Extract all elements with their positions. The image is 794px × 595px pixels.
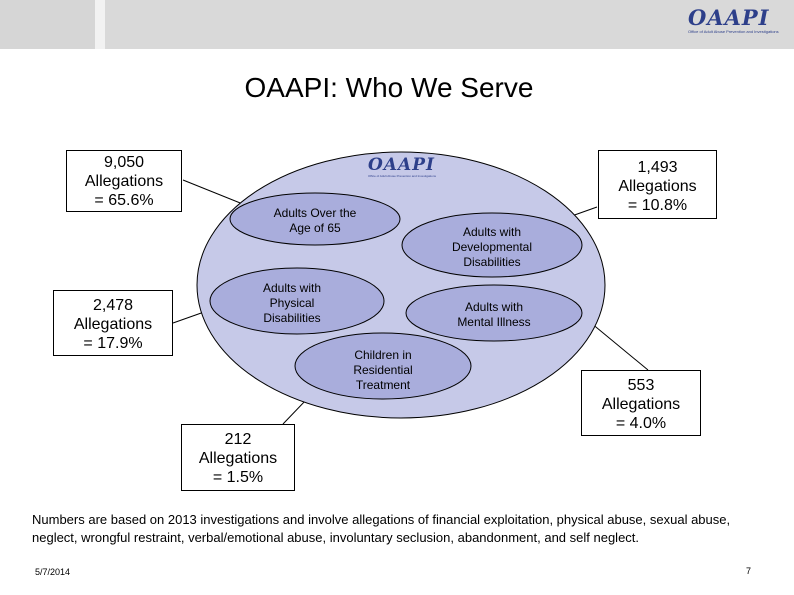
oval-label-line: Disabilities	[463, 255, 521, 269]
oval-over65	[229, 192, 401, 246]
oval-label-mental: Adults with Mental Illness	[434, 300, 554, 330]
connector-mental	[584, 317, 649, 371]
header-left-panel	[0, 0, 95, 49]
oval-label-line: Adults with	[262, 281, 322, 295]
allegation-percent: = 65.6%	[94, 192, 154, 209]
oaapi-logo-center: OAAPI Office of Adult Abuse Prevention a…	[368, 156, 448, 179]
allegation-unit: Allegations	[618, 178, 697, 195]
header-right-panel	[105, 0, 794, 49]
allegation-percent: = 10.8%	[627, 197, 688, 214]
oval-label-line: Age of 65	[289, 221, 341, 235]
oval-physical	[209, 267, 385, 335]
oval-label-line: Adults with	[464, 300, 524, 314]
allegation-unit: Allegations	[73, 316, 153, 333]
oval-label-line: Residential	[353, 363, 413, 377]
allegation-count: 553	[627, 377, 655, 394]
allegation-count: 2,478	[92, 297, 134, 314]
oval-label-line: Adults with	[462, 225, 522, 239]
oval-label-line: Physical	[269, 296, 315, 310]
footnote: Numbers are based on 2013 investigations…	[32, 512, 731, 545]
logo-tagline: Office of Adult Abuse Prevention and Inv…	[688, 29, 779, 34]
oval-label-line: Developmental	[451, 240, 533, 254]
oval-label-line: Adults Over the	[273, 206, 357, 220]
allegation-box-physical: 2,478 Allegations = 17.9%	[53, 290, 173, 356]
allegation-box-over65: 9,050 Allegations = 65.6%	[66, 150, 182, 212]
allegation-count: 212	[224, 431, 252, 448]
oval-label-line: Mental Illness	[457, 315, 531, 329]
allegation-box-mental: 553 Allegations = 4.0%	[581, 370, 701, 436]
allegation-unit: Allegations	[601, 396, 681, 413]
allegation-unit: Allegations	[84, 173, 164, 190]
logo-wordmark-center: OAAPI	[368, 155, 435, 175]
oval-label-line: Disabilities	[263, 311, 321, 325]
oval-children	[294, 332, 472, 400]
logo-tagline-center: Office of Adult Abuse Prevention and Inv…	[368, 174, 436, 178]
allegation-box-developmental: 1,493 Allegations = 10.8%	[598, 150, 717, 219]
header-bar	[0, 0, 794, 49]
allegation-percent: = 4.0%	[615, 415, 667, 432]
oval-mental	[405, 284, 583, 342]
oaapi-logo-header: OAAPI Office of Adult Abuse Prevention a…	[688, 7, 783, 39]
allegation-count: 1,493	[637, 159, 678, 176]
page-number: 7	[746, 566, 752, 576]
oval-label-line: Treatment	[355, 378, 411, 392]
allegation-percent: = 1.5%	[212, 469, 264, 486]
allegation-box-children: 212 Allegations = 1.5%	[181, 424, 295, 491]
oval-label-developmental: Adults with Developmental Disabilities	[428, 225, 556, 270]
allegation-count: 9,050	[103, 154, 145, 171]
allegation-unit: Allegations	[198, 450, 278, 467]
oval-label-children: Children in Residential Treatment	[323, 348, 443, 393]
page-title: OAAPI: Who We Serve	[244, 72, 534, 103]
header-separator	[95, 0, 105, 49]
oval-developmental	[401, 212, 583, 278]
slide-date: 5/7/2014	[35, 567, 71, 577]
oval-label-line: Children in	[354, 348, 412, 362]
oval-label-over65: Adults Over the Age of 65	[255, 206, 375, 236]
oval-label-physical: Adults with Physical Disabilities	[232, 281, 352, 326]
logo-wordmark: OAAPI	[688, 5, 770, 30]
allegation-percent: = 17.9%	[83, 335, 143, 352]
